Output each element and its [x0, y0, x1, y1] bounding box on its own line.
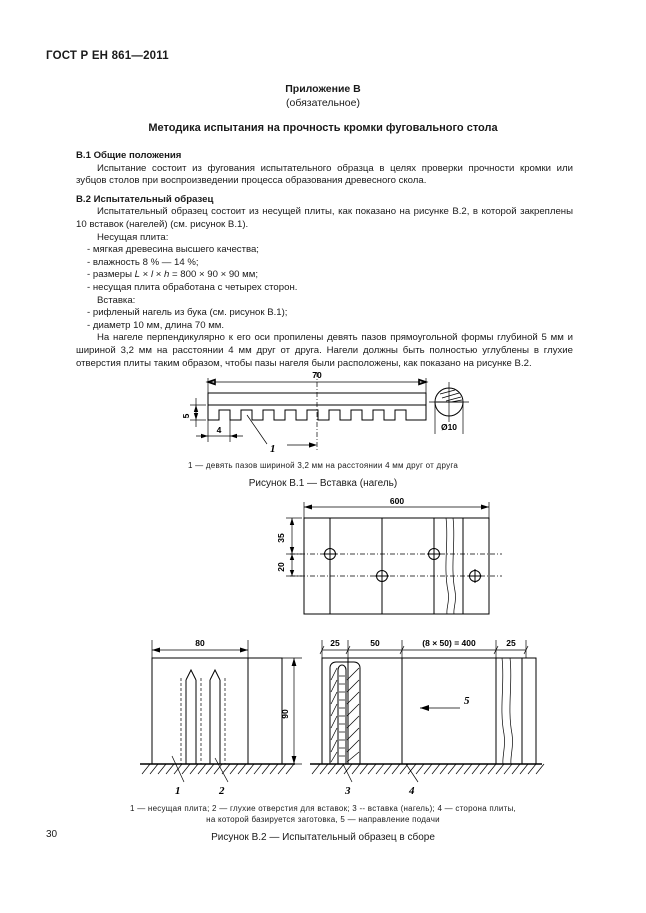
list-item-beech-dowel: - рифленый нагель из бука (см. рисунок В…	[87, 307, 288, 319]
callout-plate-side: 4	[408, 785, 415, 797]
figure-b2: 600	[0, 496, 646, 845]
callout-blind-holes: 2	[218, 785, 225, 797]
dim-plan-length: 600	[390, 496, 404, 506]
figure-b1: 70 5 4 1	[0, 360, 646, 491]
callout-insert: 3	[344, 785, 351, 797]
list-item-machined: - несущая плита обработана с четырех сто…	[87, 281, 298, 293]
list-item-moisture: - влажность 8 % — 14 %;	[87, 256, 199, 268]
section-heading-b2: В.2 Испытательный образец	[76, 193, 214, 205]
appendix-heading-block: Приложение В (обязательное)	[0, 82, 646, 110]
page-title: Методика испытания на прочность кромки ф…	[148, 122, 498, 134]
callout-grooves: 1	[270, 443, 276, 455]
label-insert: Вставка:	[97, 294, 136, 306]
ground-hatch-left	[141, 763, 295, 775]
dim-margin-right: 25	[506, 638, 516, 648]
figure-b2-elevation-view: 80 90	[140, 638, 545, 797]
dim-first-pitch: 50	[370, 638, 380, 648]
dim-groove-depth: 5	[181, 413, 191, 418]
plan-dowel-group	[323, 547, 482, 583]
standard-header: ГОСТ Р ЕН 861—2011	[46, 50, 169, 62]
dim-edge-offset: 35	[276, 533, 286, 543]
figure-b2-plan-view: 600	[276, 496, 502, 615]
appendix-subtitle: (обязательное)	[286, 97, 360, 109]
dim-groove-pitch: 4	[217, 425, 222, 435]
figure-b2-note-line2: на которой базируется заготовка, 5 — нап…	[206, 815, 440, 824]
insert-section	[329, 661, 361, 765]
appendix-title: Приложение В	[285, 83, 361, 95]
label-base-plate: Несущая плита:	[97, 231, 169, 243]
paragraph-b2-intro: Испытательный образец состоит из несущей…	[76, 206, 573, 230]
callout-feed-direction: 5	[464, 695, 470, 707]
list-item-dowel-size: - диаметр 10 мм, длина 70 мм.	[87, 319, 225, 331]
dim-margin-left: 25	[330, 638, 340, 648]
ground-hatch-right	[311, 763, 545, 775]
dim-diameter: Ø10	[441, 422, 457, 432]
list-item-softwood: - мягкая древесина высшего качества;	[87, 244, 259, 256]
callout-base-plate: 1	[175, 785, 181, 797]
paragraph-grooves: На нагеле перпендикулярно к его оси проп…	[76, 332, 573, 369]
figure-b1-note: 1 — девять пазов шириной 3,2 мм на расст…	[187, 461, 459, 470]
paragraph-b1-intro: Испытание состоит из фугования испытател…	[76, 162, 573, 187]
figure-b2-caption: Рисунок В.2 — Испытательный образец в сб…	[211, 832, 435, 843]
list-item-dimensions: - размеры L × l × h = 800 × 90 × 90 мм;	[87, 269, 259, 281]
figure-b1-drawing: 70 5 4 1	[181, 370, 469, 455]
page-number: 30	[46, 829, 58, 840]
section-heading-b1: В.1 Общие положения	[76, 150, 182, 161]
figure-b1-caption: Рисунок В.1 — Вставка (нагель)	[248, 478, 398, 489]
body-text: В.1 Общие положения Испытание состоит из…	[76, 150, 573, 370]
dim-end-width: 80	[195, 638, 205, 648]
figure-b2-note-line1: 1 — несущая плита; 2 — глухие отверстия …	[130, 804, 516, 813]
dim-run: (8 × 50) = 400	[422, 638, 476, 648]
dim-row-spacing: 20	[276, 562, 286, 572]
dim-elev-height: 90	[280, 709, 290, 719]
